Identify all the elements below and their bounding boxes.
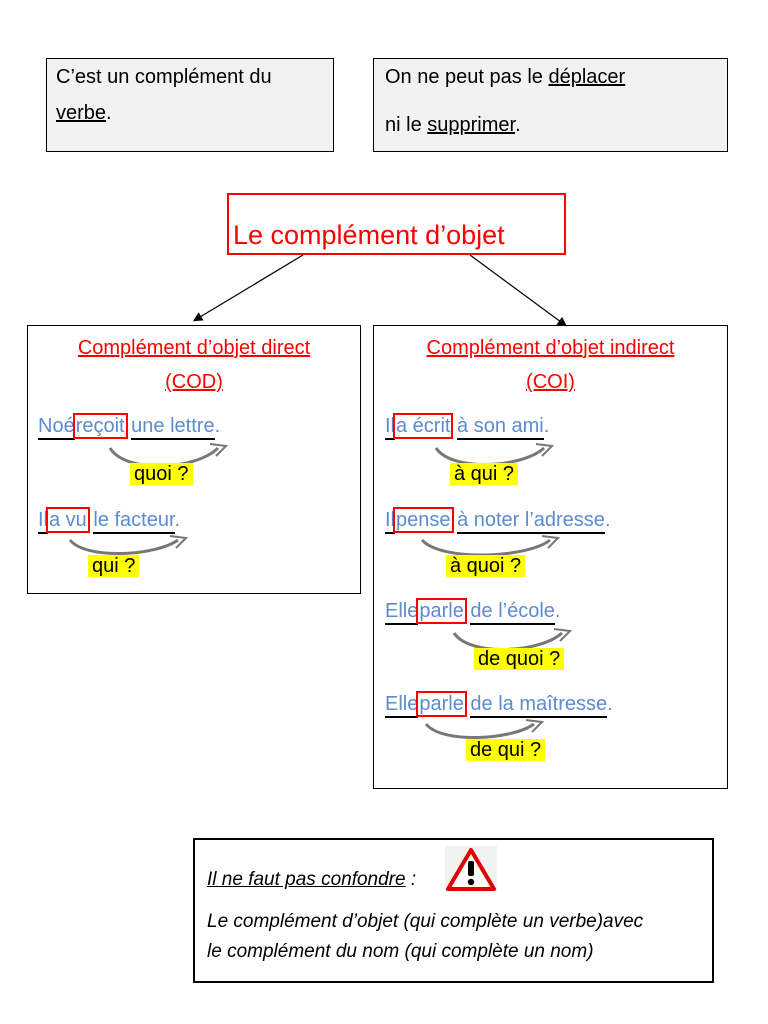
example-verb: parle: [416, 598, 467, 624]
example-object: le facteur: [93, 509, 175, 534]
cod-heading1-text: Complément d’objet direct: [77, 337, 311, 359]
example-subject: Noé: [38, 415, 75, 440]
rule-line2-text: ni le: [385, 114, 422, 136]
warning-line1: Le complément d’objet (qui complète un v…: [207, 911, 644, 932]
coi-question-4: de qui ?: [466, 738, 546, 762]
definition-punct: .: [106, 102, 112, 124]
coi-question-3: de quoi ?: [474, 647, 565, 671]
example-end: .: [174, 509, 181, 531]
arrow-to-cod: [192, 254, 304, 322]
rule-line2: ni le supprimer.: [385, 113, 521, 137]
cod-heading1: Complément d’objet direct: [28, 336, 360, 360]
example-verb: parle: [416, 691, 467, 717]
cod-heading2-text: (COD): [165, 371, 223, 393]
verb-word: verbe: [56, 102, 107, 124]
example-object: de la maîtresse: [470, 693, 608, 718]
page-title: Le complément d’objet: [233, 220, 505, 250]
coi-example-2: Ilpense à noter l’adresse.: [385, 507, 611, 534]
definition-box: C’est un complément du verbe.: [46, 58, 334, 152]
example-verb: pense: [393, 507, 454, 533]
question-arrow-icon: [424, 719, 545, 739]
cod-example-1: Noéreçoit une lettre.: [38, 413, 221, 440]
rule-line1-text: On ne peut pas le: [385, 66, 543, 88]
title-box: Le complément d’objet: [227, 193, 566, 255]
coi-heading2: (COI): [374, 370, 727, 394]
arrow-to-coi: [469, 254, 567, 327]
warning-heading-text: Il ne faut pas confondre: [207, 869, 406, 890]
example-end: .: [604, 509, 611, 531]
coi-example-3: Elleparle de l’école.: [385, 598, 561, 625]
example-object: à noter l’adresse: [457, 509, 605, 534]
question-label: de qui ?: [466, 739, 546, 761]
example-end: .: [214, 415, 221, 437]
coi-example-1: Ila écrit à son ami.: [385, 413, 550, 440]
cod-example-2: Ila vu le facteur.: [38, 507, 181, 534]
warning-heading: Il ne faut pas confondre :: [207, 868, 416, 892]
coi-heading1-text: Complément d’objet indirect: [426, 337, 675, 359]
example-subject: Elle: [385, 600, 419, 625]
question-label: qui ?: [88, 555, 140, 577]
coi-question-1: à qui ?: [450, 462, 519, 486]
example-verb: reçoit: [72, 413, 128, 439]
definition-line1: C’est un complément du: [56, 66, 272, 88]
delete-word: supprimer: [427, 114, 516, 136]
warning-triangle-icon: [445, 846, 497, 892]
example-verb: a écrit: [392, 413, 454, 439]
warning-box: Il ne faut pas confondre : Le complément…: [193, 838, 714, 983]
warning-colon: :: [405, 869, 417, 890]
move-word: déplacer: [548, 66, 626, 88]
warning-line2: le complément du nom (qui complète un no…: [207, 941, 594, 962]
example-subject: Il: [38, 509, 48, 534]
example-object: à son ami: [457, 415, 544, 440]
example-object: une lettre: [131, 415, 215, 440]
example-end: .: [554, 600, 561, 622]
example-verb: a vu: [46, 507, 90, 533]
coi-heading1: Complément d’objet indirect: [374, 336, 727, 360]
coi-box: Complément d’objet indirect (COI) Ila éc…: [373, 325, 728, 789]
question-label: de quoi ?: [474, 648, 565, 670]
definition-line2: verbe.: [56, 101, 112, 125]
rule-punct: .: [515, 114, 521, 136]
example-subject: Il: [385, 509, 395, 534]
example-subject: Elle: [385, 693, 419, 718]
question-label: quoi ?: [130, 463, 193, 485]
cod-heading2: (COD): [28, 370, 360, 394]
example-object: de l’école: [470, 600, 555, 625]
question-arrow-icon: [420, 535, 561, 557]
cod-box: Complément d’objet direct (COD) Noéreçoi…: [27, 325, 361, 594]
rule-box: On ne peut pas le déplacer ni le supprim…: [373, 58, 728, 152]
coi-heading2-text: (COI): [526, 371, 575, 393]
coi-example-4: Elleparle de la maîtresse.: [385, 691, 613, 718]
example-subject: Il: [385, 415, 395, 440]
question-label: à qui ?: [450, 463, 519, 485]
rule-line1: On ne peut pas le déplacer: [385, 65, 625, 89]
branch-arrows: [192, 254, 567, 327]
cod-question-1: quoi ?: [130, 462, 193, 486]
example-end: .: [607, 693, 613, 715]
question-label: à quoi ?: [446, 555, 526, 577]
question-arrow-icon: [68, 535, 189, 555]
cod-question-2: qui ?: [88, 554, 140, 578]
example-end: .: [543, 415, 550, 437]
coi-question-2: à quoi ?: [446, 554, 526, 578]
